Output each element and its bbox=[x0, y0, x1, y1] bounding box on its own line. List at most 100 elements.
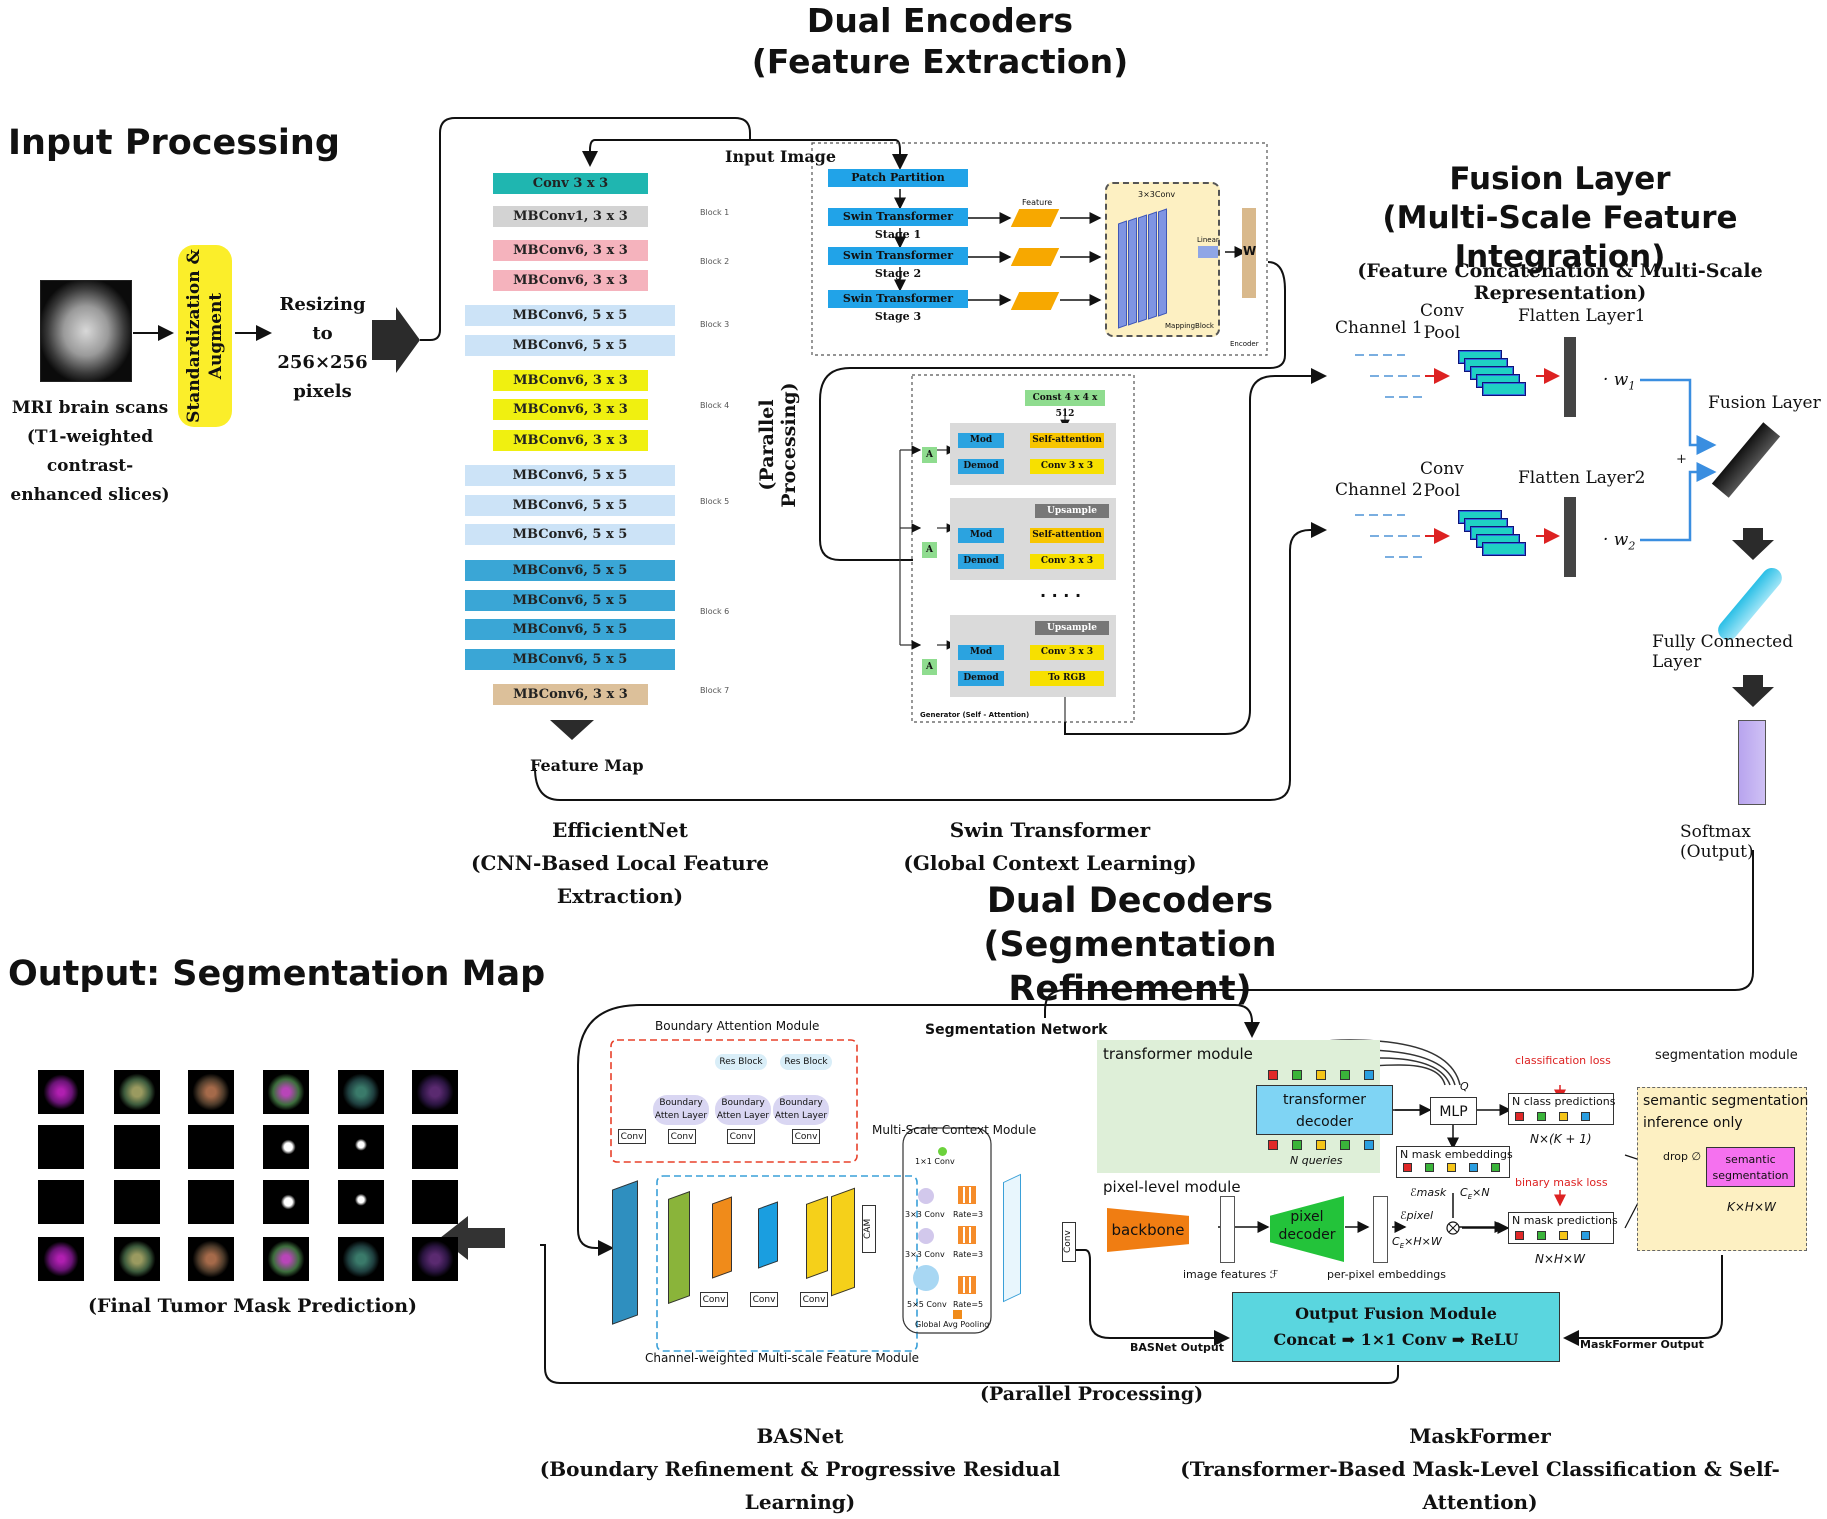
conv-pool-1-conv: Conv bbox=[1420, 301, 1464, 321]
semantic-segmentation-line2: segmentation bbox=[1712, 1169, 1789, 1182]
segmentation-tile bbox=[263, 1180, 309, 1224]
segmentation-tile bbox=[38, 1125, 84, 1169]
mask-dim-label: N×H×W bbox=[1535, 1252, 1585, 1266]
ce-n-rest: ×N bbox=[1472, 1186, 1490, 1199]
w1-text: · w bbox=[1603, 370, 1629, 390]
prediction-square bbox=[1559, 1112, 1568, 1121]
ce-n-sub: E bbox=[1467, 1193, 1473, 1202]
maskformer-caption-line2: (Transformer-Based Mask-Level Classifica… bbox=[1180, 1457, 1780, 1514]
softmax-bar bbox=[1738, 720, 1766, 805]
gen-mod: Mod bbox=[958, 645, 1004, 660]
block-label: Block 6 bbox=[700, 607, 730, 616]
inference-label: semantic segmentation inference only bbox=[1643, 1090, 1808, 1134]
backbone-label: backbone bbox=[1111, 1221, 1185, 1239]
efficientnet-block: MBConv6, 5 x 5 bbox=[465, 524, 675, 545]
cwmf-label: Channel-weighted Multi-scale Feature Mod… bbox=[645, 1351, 920, 1365]
mri-caption-line1: MRI brain scans bbox=[11, 398, 169, 418]
swin-feature-label: Feature bbox=[1022, 198, 1053, 207]
segmentation-tile bbox=[188, 1070, 234, 1114]
gen-mod: Mod bbox=[958, 433, 1004, 448]
linear-block bbox=[1198, 246, 1218, 258]
gen-top: Self-attention bbox=[1030, 528, 1104, 543]
conv-pool-1-pool: Pool bbox=[1423, 323, 1461, 343]
fusion-layer-title: Fusion Layer (Multi-Scale Feature Integr… bbox=[1295, 160, 1825, 276]
basnet-caption: BASNet (Boundary Refinement & Progressiv… bbox=[530, 1420, 1070, 1519]
conv-pool-2-pool: Pool bbox=[1423, 481, 1461, 501]
basnet-bar bbox=[668, 1190, 690, 1305]
msc-item-label: Rate=3 bbox=[953, 1210, 984, 1219]
basnet-bar bbox=[612, 1180, 638, 1325]
mapping-slab bbox=[1118, 220, 1127, 329]
msc-dot-green bbox=[938, 1147, 947, 1156]
efficientnet-block: MBConv6, 5 x 5 bbox=[465, 619, 675, 640]
transformer-decoder-line1: transformer bbox=[1282, 1092, 1366, 1108]
transformer-decoder-line2: decoder bbox=[1295, 1114, 1354, 1130]
resize-line1: Resizing to bbox=[279, 294, 366, 344]
efficientnet-block: MBConv1, 3 x 3 bbox=[493, 206, 648, 227]
gen-dots: . . . . bbox=[1040, 582, 1082, 601]
query-square bbox=[1292, 1070, 1302, 1080]
conv-pool-1: Conv Pool bbox=[1420, 300, 1464, 344]
patch-partition: Patch Partition bbox=[828, 169, 968, 187]
mapping-slab bbox=[1148, 211, 1157, 320]
mapping-slab bbox=[1128, 217, 1137, 326]
plus-sign: + bbox=[1676, 452, 1687, 467]
inference-line1: semantic segmentation bbox=[1643, 1093, 1809, 1109]
encoder-label: Encoder bbox=[1230, 340, 1259, 348]
bal-line2: Atten Layer bbox=[716, 1111, 770, 1121]
segmentation-tile bbox=[114, 1180, 160, 1224]
segmentation-tile bbox=[412, 1237, 458, 1281]
image-features-bar bbox=[1220, 1196, 1235, 1263]
flatten2-label: Flatten Layer2 bbox=[1518, 468, 1646, 488]
mapping-block-label: MappingBlock bbox=[1165, 322, 1214, 330]
segmentation-tile bbox=[114, 1237, 160, 1281]
cam-label: CAM bbox=[863, 1218, 873, 1240]
query-square-bottom bbox=[1364, 1140, 1374, 1150]
query-square bbox=[1340, 1070, 1350, 1080]
query-square bbox=[1364, 1070, 1374, 1080]
conv-small: Conv bbox=[618, 1129, 646, 1144]
conv-pool-2-conv: Conv bbox=[1420, 459, 1464, 479]
output-segmentation-map-title: Output: Segmentation Map bbox=[8, 954, 546, 994]
w1-sub: 1 bbox=[1628, 379, 1636, 393]
ce-hw-rest: ×H×W bbox=[1404, 1235, 1442, 1248]
bal-line2: Atten Layer bbox=[774, 1111, 828, 1121]
mapping-slab bbox=[1138, 214, 1147, 323]
segmentation-tile bbox=[412, 1070, 458, 1114]
flatten2-bar bbox=[1564, 497, 1576, 577]
segmentation-tile bbox=[338, 1070, 384, 1114]
conv-small: Conv bbox=[727, 1129, 755, 1144]
fusion-subtitle: (Feature Concatenation & Multi-Scale Rep… bbox=[1357, 260, 1763, 304]
msc-dilated bbox=[958, 1186, 976, 1204]
msc-item-label: 5×5 Conv bbox=[907, 1300, 947, 1309]
ce-n-c: C bbox=[1460, 1186, 1468, 1199]
gen-top: Conv 3 x 3 bbox=[1030, 645, 1104, 660]
gen-a: A bbox=[922, 659, 937, 675]
conv-vertical: Conv bbox=[1062, 1222, 1076, 1262]
gen-upsample: Upsample bbox=[1035, 504, 1109, 518]
prediction-square bbox=[1425, 1163, 1434, 1172]
basnet-bar bbox=[712, 1196, 732, 1279]
fusion-layer-title-line2: (Multi-Scale Feature Integration) bbox=[1382, 199, 1738, 275]
dual-encoders-title-line1: Dual Encoders bbox=[806, 1, 1074, 40]
feature-map-slice bbox=[1482, 542, 1526, 556]
gen-upsample: Upsample bbox=[1035, 621, 1109, 635]
efficientnet-caption-line2: (CNN-Based Local Feature Extraction) bbox=[471, 851, 769, 908]
dual-encoders-title: Dual Encoders (Feature Extraction) bbox=[690, 0, 1190, 83]
feature-map-label: Feature Map bbox=[530, 756, 644, 775]
efficientnet-block: MBConv6, 3 x 3 bbox=[493, 430, 648, 451]
connector-lines bbox=[133, 117, 1774, 1384]
msc-item-label: 3×3 Conv bbox=[905, 1250, 945, 1259]
ce-hw-label: CE×H×W bbox=[1392, 1235, 1442, 1250]
resize-label: Resizing to 256×256 pixels bbox=[270, 290, 375, 406]
input-image-label: Input Image bbox=[725, 147, 837, 166]
mri-caption-line2: (T1-weighted contrast- bbox=[26, 427, 154, 476]
softmax-label: Softmax (Output) bbox=[1680, 822, 1754, 862]
msc-item-label: Global Avg Pooling bbox=[915, 1320, 990, 1329]
segmentation-tile bbox=[412, 1125, 458, 1169]
query-square bbox=[1268, 1070, 1278, 1080]
mlp-box: MLP bbox=[1430, 1097, 1477, 1125]
msc-item-label: Rate=5 bbox=[953, 1300, 984, 1309]
maskformer-caption-line1: MaskFormer bbox=[1409, 1424, 1551, 1448]
output-plane bbox=[1003, 1173, 1021, 1303]
